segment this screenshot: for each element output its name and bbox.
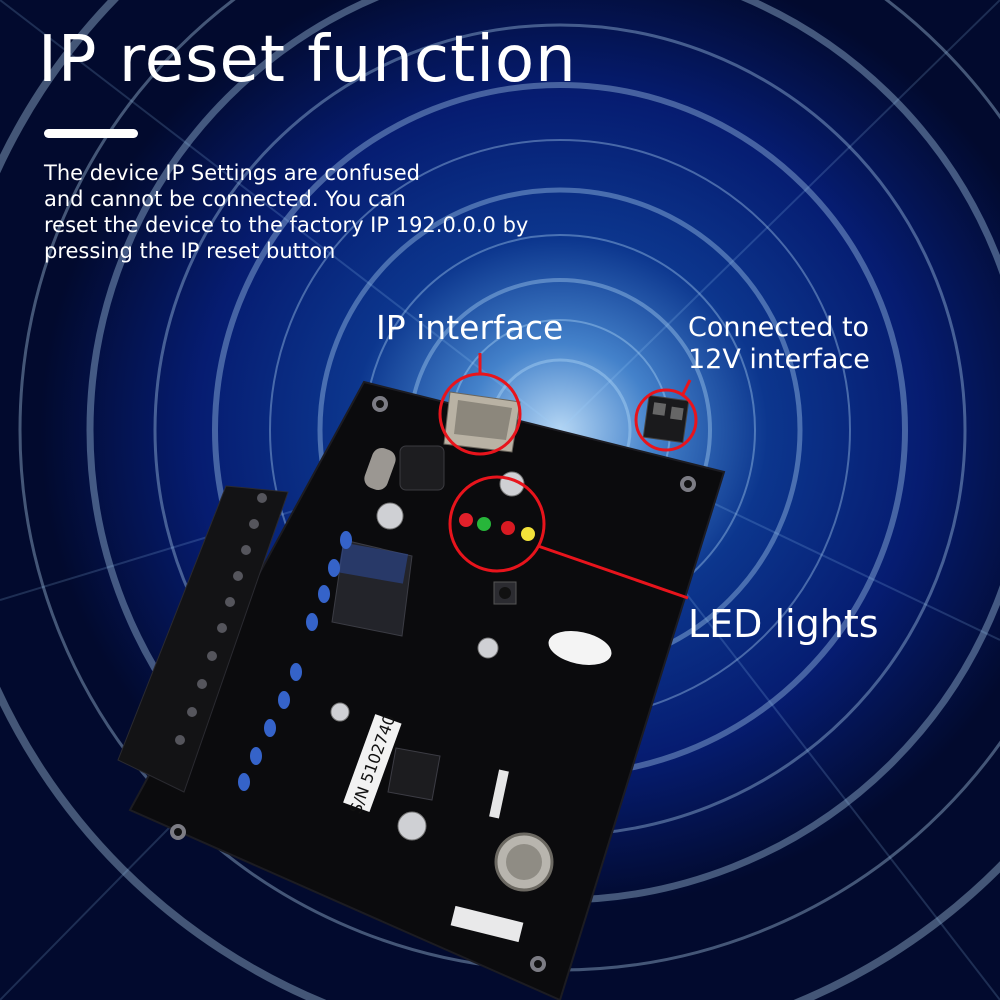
power-interface-line: Connected to — [688, 312, 870, 343]
page-title: IP reset function — [38, 23, 577, 97]
power-interface-leader — [680, 379, 692, 397]
description: The device IP Settings are confused and … — [44, 160, 584, 264]
description-line: pressing the IP reset button — [44, 239, 336, 263]
led-lights-circle — [448, 475, 546, 573]
description-line: reset the device to the factory IP 192.0… — [44, 213, 529, 237]
description-line: and cannot be connected. You can — [44, 187, 406, 211]
power-interface-circle — [634, 388, 698, 452]
title-underline — [44, 129, 138, 138]
ip-interface-label: IP interface — [376, 308, 564, 347]
led-lights-leader — [537, 544, 689, 600]
power-interface-label: Connected to 12V interface — [688, 312, 870, 376]
description-line: The device IP Settings are confused — [44, 161, 420, 185]
power-interface-line: 12V interface — [688, 344, 870, 375]
ip-interface-circle — [438, 372, 522, 456]
led-lights-label: LED lights — [688, 602, 879, 646]
